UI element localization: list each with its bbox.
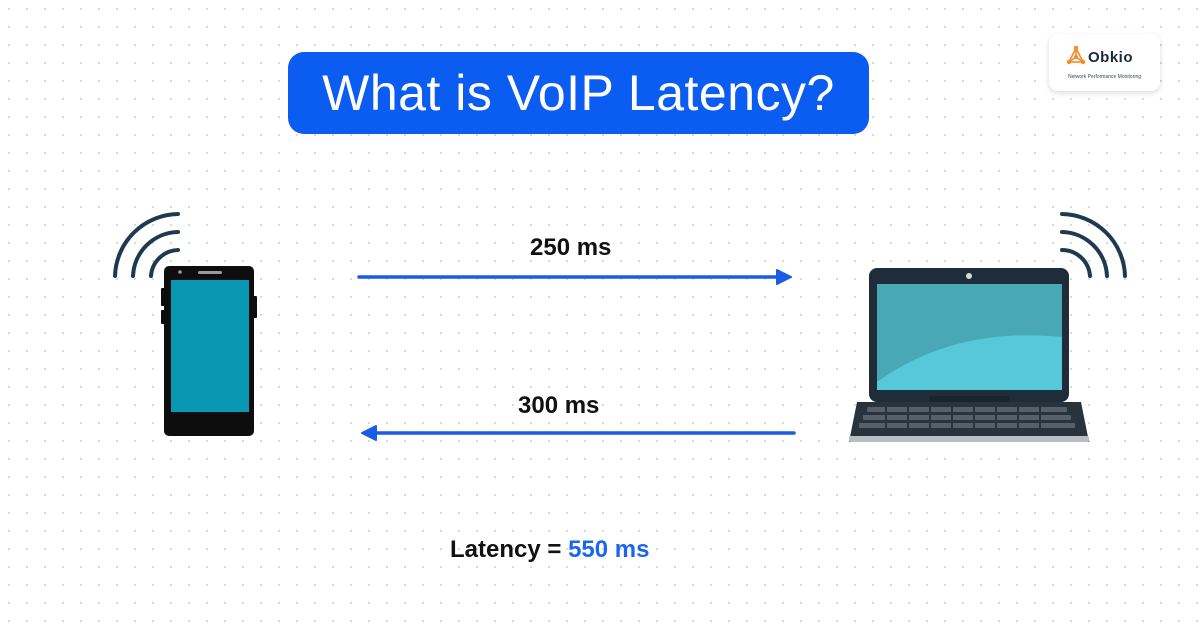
latency-label: Latency = xyxy=(450,536,562,563)
logo-card: Obkio Network Performance Monitoring xyxy=(1049,34,1160,91)
laptop-icon xyxy=(849,212,1127,442)
arrow-to-laptop xyxy=(357,269,792,285)
logo-name: Obkio xyxy=(1088,49,1134,66)
title-banner: What is VoIP Latency? xyxy=(288,52,869,134)
edge-label-return: 300 ms xyxy=(518,392,600,419)
obkio-logo-icon xyxy=(1066,45,1086,65)
edge-label-outbound: 250 ms xyxy=(530,234,612,261)
phone-icon xyxy=(113,212,257,436)
logo-tagline: Network Performance Monitoring xyxy=(1067,74,1142,80)
page-title: What is VoIP Latency? xyxy=(322,65,835,121)
arrow-to-phone xyxy=(361,425,796,441)
latency-value: 550 ms xyxy=(568,536,650,563)
signal-waves-icon xyxy=(1060,212,1127,278)
latency-result: Latency = 550 ms xyxy=(450,536,649,564)
signal-waves-icon xyxy=(113,212,180,278)
